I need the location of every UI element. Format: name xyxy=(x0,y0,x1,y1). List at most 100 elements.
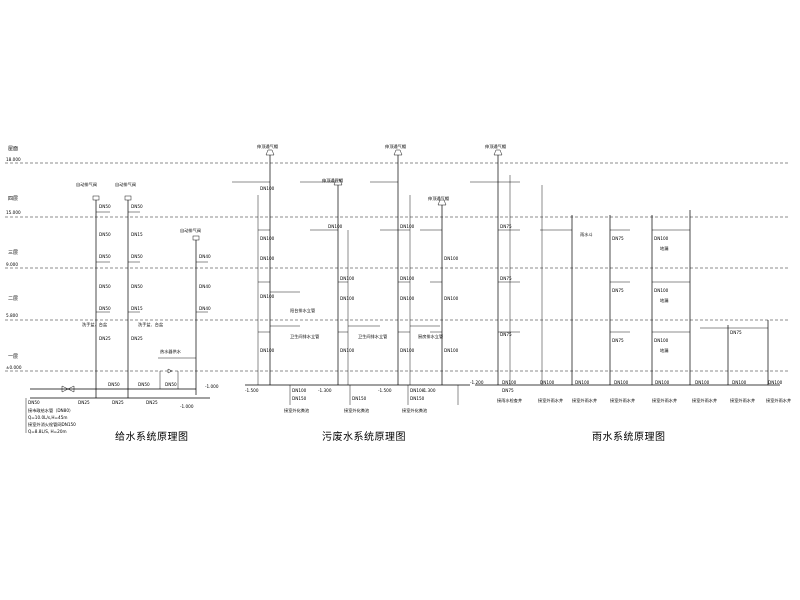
auto-vent-label-3: 自动排气阀 xyxy=(180,227,201,234)
elev-mark: -1.200 xyxy=(470,380,484,385)
supply-note: 接室外消火栓管网DN150 xyxy=(28,421,76,428)
supply-note: Q=10.0L/s,H=45m xyxy=(28,415,67,420)
pipe-size: DN25 xyxy=(131,336,143,341)
pipe-size: DN50 xyxy=(99,284,111,289)
pipe-size: DN50 xyxy=(99,232,111,237)
elev-mark: -1.500 xyxy=(245,388,259,393)
vent-cap-label: 伸顶通气帽 xyxy=(322,177,343,184)
pipe-size: DN100 xyxy=(655,380,670,385)
pipe-size: DN75 xyxy=(612,288,624,293)
auto-vent-icon xyxy=(92,195,100,201)
pipe-size: DN75 xyxy=(500,276,512,281)
pipe-size: DN100 xyxy=(502,380,517,385)
pipe-size: DN100 xyxy=(400,224,415,229)
pipe-size: DN75 xyxy=(502,388,514,393)
supply-note: DN50 xyxy=(28,400,40,405)
pipe-size: DN100 xyxy=(732,380,747,385)
pipe-size: DN75 xyxy=(500,332,512,337)
pipe-size: DN50 xyxy=(165,382,177,387)
pipe-size: DN100 xyxy=(654,288,669,293)
pipe-size: DN50 xyxy=(99,204,111,209)
floor-name-1: 一层 xyxy=(8,354,18,360)
drainage-system: 伸顶通气帽 伸顶通气帽 伸顶通气帽 伸顶通气帽 xyxy=(232,143,470,443)
rain-well-label: 接室外雨水井 xyxy=(652,397,677,404)
rain-well-label: 接室外雨水井 xyxy=(692,397,717,404)
pipe-size: DN50 xyxy=(138,382,150,387)
valve-icon xyxy=(67,385,75,393)
pipe-size: DN40 xyxy=(199,284,211,289)
supply-note: 接市政给水管（DN80） xyxy=(28,407,73,414)
vent-cap-icon xyxy=(493,149,503,156)
pipe-size: DN100 xyxy=(614,380,629,385)
pipe-size: DN75 xyxy=(730,330,742,335)
elev-mark: -1.500 xyxy=(378,388,392,393)
pipe-size: DN100 xyxy=(340,348,355,353)
vent-cap-label: 伸顶通气帽 xyxy=(257,143,278,150)
pipe-size: DN100 xyxy=(695,380,710,385)
pipe-size: DN15 xyxy=(131,232,143,237)
pipe-size: DN150 xyxy=(410,396,425,401)
floor-lines xyxy=(5,162,790,372)
pipe-size: DN25 xyxy=(78,400,90,405)
water-supply-title: 给水系统原理图 xyxy=(115,430,189,443)
pipe-size: DN100 xyxy=(260,294,275,299)
pipe-size: DN100 xyxy=(260,186,275,191)
floor-elev-1: ±0.000 xyxy=(6,365,22,370)
floor-elev-3: 9.000 xyxy=(6,262,18,267)
pipe-size: DN100 xyxy=(768,380,783,385)
rain-well-label: 接室外雨水井 xyxy=(610,397,635,404)
toilet-label: 卫生间排水立管 xyxy=(358,333,387,340)
valve-icon xyxy=(167,368,173,374)
rain-well-label: 接雨水检查井 xyxy=(497,397,522,404)
pipe-size: DN100 xyxy=(260,236,275,241)
pipe-size: DN100 xyxy=(575,380,590,385)
rain-system: 伸顶通气帽 DN75 DN75 DN75 DN75 DN75 xyxy=(470,143,791,443)
water-supply-system: 自动排气阀 自动排气阀 自动排气阀 DN50 DN50 DN50 DN15 DN… xyxy=(25,181,219,443)
balcony-label: 阳台排水立管 xyxy=(290,307,315,314)
pipe-size: DN50 xyxy=(99,306,111,311)
gutter-label: 地漏 xyxy=(660,297,668,304)
pipe-size: DN100 xyxy=(654,338,669,343)
drainage-title: 污废水系统原理图 xyxy=(322,430,406,443)
pipe-size: DN100 xyxy=(444,296,459,301)
auto-vent-icon xyxy=(192,235,200,241)
elev-mark: -1.300 xyxy=(422,388,436,393)
floor-elev-roof: 18.000 xyxy=(6,157,21,162)
vent-cap-label: 伸顶通气帽 xyxy=(385,143,406,150)
septic-label: 接室外化粪池 xyxy=(402,407,428,414)
rain-title: 雨水系统原理图 xyxy=(592,430,666,443)
water-heater-label: 热水器供水 xyxy=(160,348,182,355)
pipe-size: DN25 xyxy=(112,400,124,405)
auto-vent-label-1: 自动排气阀 xyxy=(76,181,97,188)
pipe-size: DN40 xyxy=(199,306,211,311)
pipe-size: DN100 xyxy=(340,276,355,281)
pipe-size: DN100 xyxy=(328,224,343,229)
pipe-size: DN100 xyxy=(400,348,415,353)
vent-cap-icon xyxy=(393,149,403,156)
floor-name-3: 三层 xyxy=(8,250,18,256)
auto-vent-icon xyxy=(124,195,132,201)
pipe-size: DN100 xyxy=(540,380,555,385)
vent-cap-icon xyxy=(265,149,275,156)
gutter-label: 地漏 xyxy=(660,347,668,354)
pipe-size: DN100 xyxy=(292,388,307,393)
vent-cap-label: 伸顶通气帽 xyxy=(428,195,449,202)
pipe-size: DN100 xyxy=(260,348,275,353)
pipe-size: DN100 xyxy=(654,236,669,241)
pipe-size: DN75 xyxy=(612,236,624,241)
pipe-size: DN100 xyxy=(444,348,459,353)
pipe-size: DN150 xyxy=(352,396,367,401)
rain-well-label: 接室外雨水井 xyxy=(572,397,597,404)
pipe-size: DN50 xyxy=(131,284,143,289)
pipe-size: DN100 xyxy=(410,388,425,393)
gutter-label: 雨水斗 xyxy=(580,231,593,238)
septic-label: 接室外化粪池 xyxy=(344,407,370,414)
basin-label: 洗手盆、台盆 xyxy=(138,321,164,328)
toilet-label: 卫生间排水立管 xyxy=(290,333,319,340)
gutter-label: 地漏 xyxy=(660,245,668,252)
valve-icon xyxy=(61,385,69,393)
elev-mark: -1.000 xyxy=(180,404,194,409)
pipe-size: DN100 xyxy=(260,256,275,261)
pipe-size: DN15 xyxy=(131,306,143,311)
